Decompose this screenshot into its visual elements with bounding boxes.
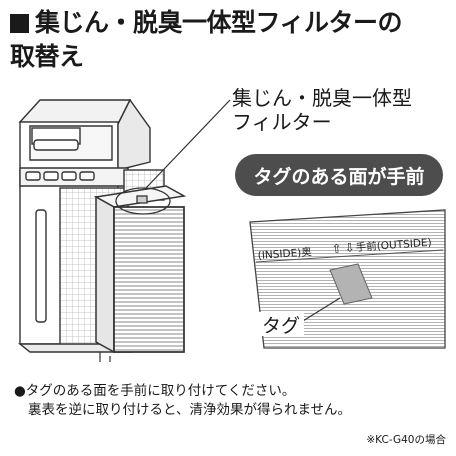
note-line-2: 裏表を逆に取り付けると、清浄効果が得られません。 xyxy=(28,402,352,418)
callout-leader-line xyxy=(145,99,231,189)
inside-label: (INSIDE)奥 xyxy=(257,245,312,262)
filter-panel xyxy=(93,185,187,362)
instruction-notes: ●タグのある面を手前に取り付けてください。 裏表を逆に取り付けると、清浄効果が得… xyxy=(14,382,351,420)
down-arrow-icon: ⇩ xyxy=(344,240,355,255)
tag-side-front-badge: タグのある面が手前 xyxy=(235,154,443,196)
filter-closeup-detail: (INSIDE)奥 ⇧ ⇩ 手前(OUTSIDE) タグ xyxy=(249,209,446,349)
title-line-1: 集じん・脱臭一体型フィルターの xyxy=(35,8,403,37)
model-note: ※KC-G40の場合 xyxy=(366,434,446,446)
up-arrow-icon: ⇧ xyxy=(331,241,342,256)
tag-label: タグ xyxy=(262,315,300,337)
filter-tag-highlight xyxy=(115,187,171,215)
title-bullet-square xyxy=(10,13,29,33)
title-line-2: 取替え xyxy=(10,42,84,71)
callout-line-2: フィルター xyxy=(232,110,332,134)
page-title: 集じん・脱臭一体型フィルターの 取替え xyxy=(10,6,450,74)
note-line-1: ●タグのある面を手前に取り付けてください。 xyxy=(14,383,296,399)
filter-callout: 集じん・脱臭一体型 フィルター xyxy=(232,86,412,134)
callout-line-1: 集じん・脱臭一体型 xyxy=(232,86,412,110)
outside-label: 手前(OUTSIDE) xyxy=(355,236,432,254)
filter-replacement-illustration: (INSIDE)奥 ⇧ ⇩ 手前(OUTSIDE) タグ xyxy=(18,98,446,362)
